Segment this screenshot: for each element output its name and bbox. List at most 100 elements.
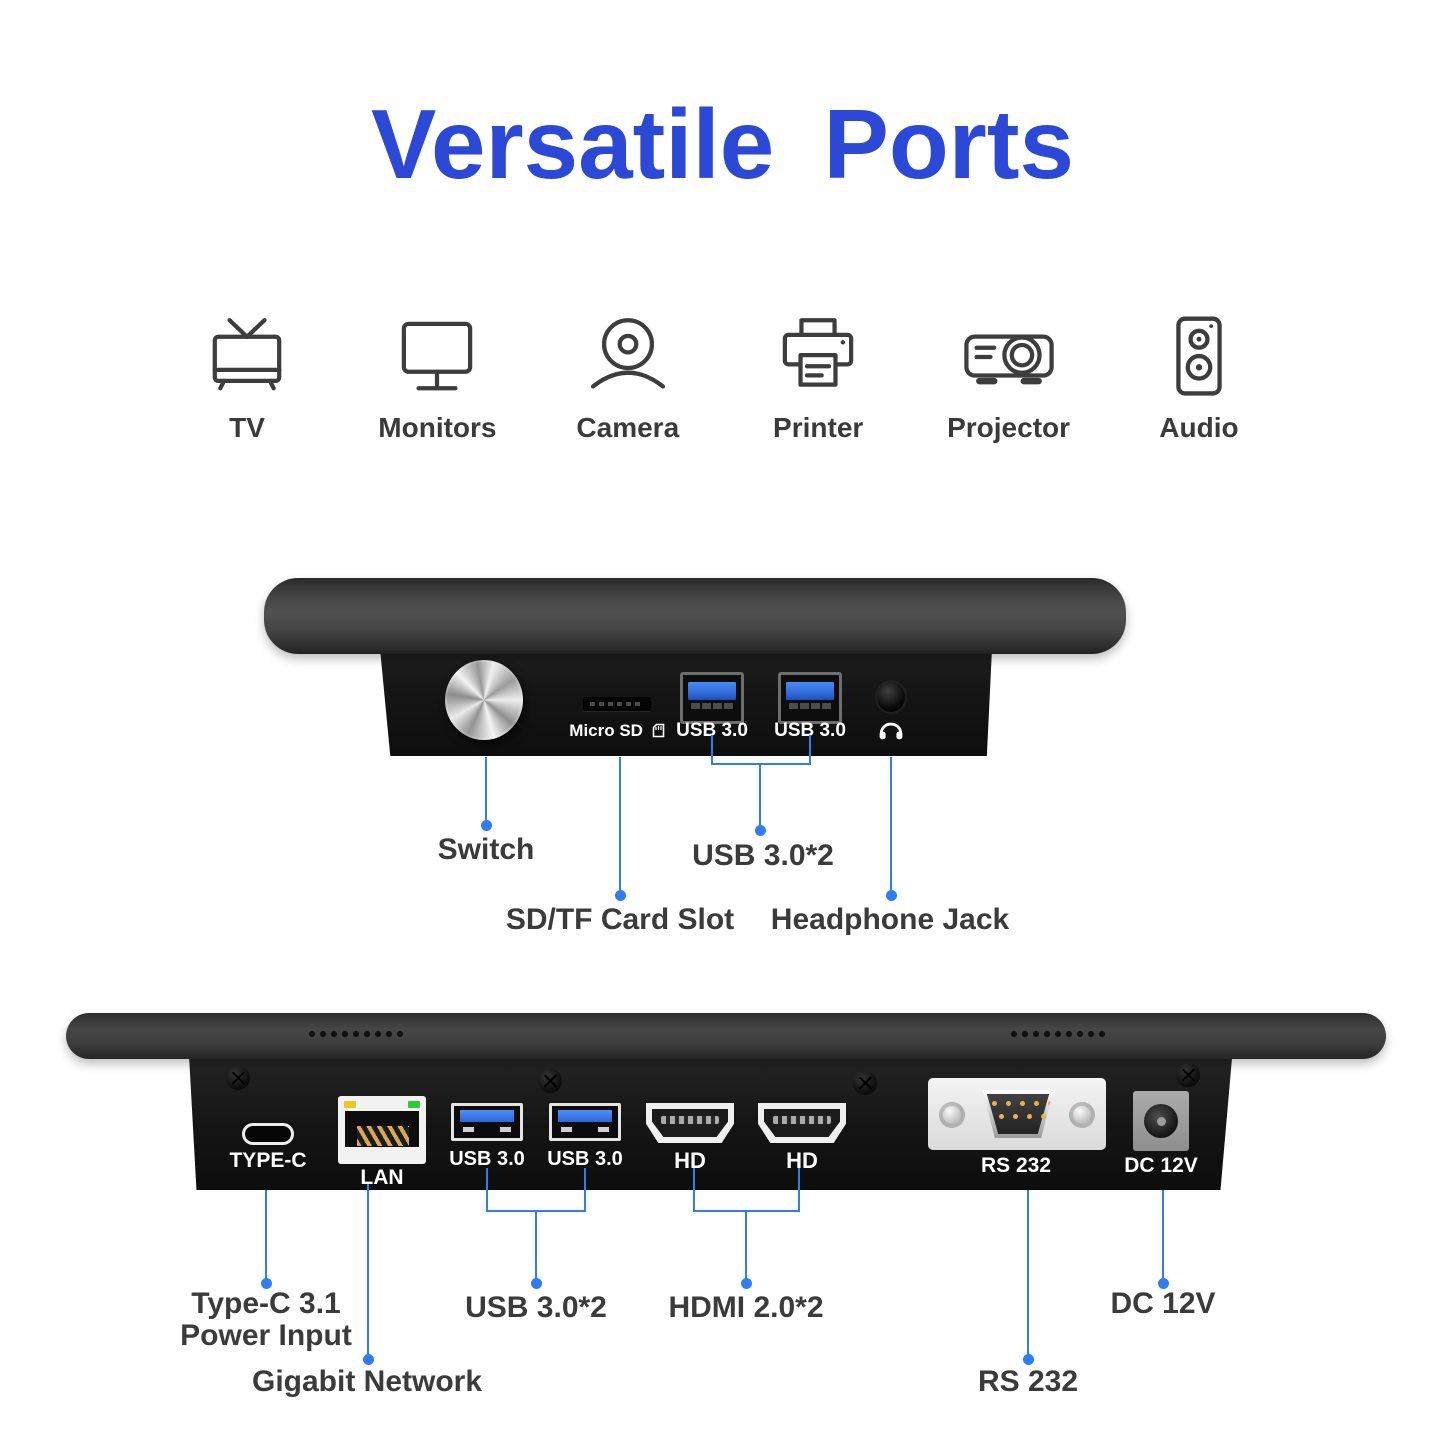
- lan-port: [338, 1096, 426, 1164]
- side-usb-left-label: USB 3.0: [676, 720, 748, 741]
- speaker-grille-left: [308, 1030, 405, 1038]
- callout-bracket-hdmi-left: [693, 1168, 695, 1212]
- sd-card-icon: [652, 723, 665, 738]
- callout-line-dc: [1162, 1190, 1164, 1280]
- rear-usb-left-label: USB 3.0: [449, 1148, 525, 1170]
- screw-icon: [538, 1069, 562, 1093]
- device-item-monitors: Monitors: [358, 310, 516, 444]
- rs232-port: [928, 1078, 1106, 1150]
- callout-dot-rear-usb: [531, 1278, 542, 1289]
- usb-tongue: [688, 682, 736, 700]
- callout-stem-hdmi: [745, 1212, 747, 1280]
- device-item-audio: Audio: [1120, 310, 1278, 444]
- device-label-camera: Camera: [576, 412, 680, 443]
- callout-bracket-rear-usb-left: [486, 1168, 488, 1212]
- callout-label-headphone: Headphone Jack: [770, 903, 1010, 936]
- side-usb-port-left: [680, 672, 744, 724]
- callout-label-hdmi: HDMI 2.0*2: [668, 1291, 824, 1324]
- callout-label-rear-usb: USB 3.0*2: [465, 1291, 607, 1324]
- callout-label-type-c: Type-C 3.1 Power Input: [146, 1287, 386, 1353]
- db9-pin-row: [992, 1101, 1053, 1106]
- callout-dot-gigabit: [363, 1354, 374, 1365]
- callout-dot-usb: [755, 825, 766, 836]
- power-switch-knob: [445, 660, 523, 740]
- micro-sd-port-label: Micro SD: [552, 721, 682, 741]
- usb-tongue: [786, 682, 834, 700]
- dc-port-label: DC 12V: [1124, 1154, 1198, 1177]
- dc-power-port: [1133, 1091, 1189, 1151]
- side-view-screen-edge: [264, 578, 1126, 654]
- callout-line-switch: [485, 757, 487, 821]
- device-item-tv: TV: [168, 310, 326, 444]
- db9-cavity: [986, 1094, 1050, 1134]
- db9-connector: [982, 1090, 1054, 1138]
- hdmi-pins: [661, 1116, 719, 1124]
- lan-cavity: [345, 1111, 419, 1147]
- rs232-screw-left: [939, 1102, 965, 1128]
- device-item-printer: Printer: [739, 310, 897, 444]
- usb-pins: [691, 703, 733, 709]
- hdmi-right-label: HD: [786, 1148, 818, 1173]
- type-c-port: [242, 1123, 294, 1145]
- callout-stem-usb: [759, 765, 761, 827]
- callout-label-switch: Switch: [437, 833, 535, 866]
- tv-icon: [201, 310, 293, 400]
- camera-icon: [582, 310, 674, 400]
- callout-dot-rs232: [1023, 1354, 1034, 1365]
- callout-bracket-rear-usb-right: [584, 1168, 586, 1212]
- usb-pins: [789, 703, 831, 709]
- printer-icon: [772, 310, 864, 400]
- rear-usb-port-right: [549, 1103, 621, 1141]
- callout-line-type-c: [265, 1190, 267, 1280]
- device-label-monitors: Monitors: [378, 412, 497, 443]
- rs232-port-label: RS 232: [980, 1154, 1052, 1177]
- callout-bracket-usb-bottom: [711, 763, 811, 765]
- usb-tongue: [460, 1110, 514, 1122]
- device-item-projector: Projector: [930, 310, 1088, 444]
- callout-dot-dc: [1158, 1278, 1169, 1289]
- callout-bracket-hdmi-bottom: [693, 1210, 800, 1212]
- callout-dot-sd-slot: [615, 890, 626, 901]
- speaker-grille-right: [1010, 1030, 1107, 1038]
- hdmi-port-right: [758, 1103, 846, 1143]
- callout-bracket-usb-left: [711, 735, 713, 765]
- callout-bracket-usb-right: [809, 735, 811, 765]
- headphone-jack-port: [877, 682, 905, 712]
- device-label-printer: Printer: [773, 412, 864, 443]
- device-label-audio: Audio: [1159, 412, 1239, 443]
- callout-label-rs232: RS 232: [977, 1365, 1079, 1398]
- callout-dot-switch: [481, 820, 492, 831]
- callout-dot-headphone: [886, 890, 897, 901]
- device-label-projector: Projector: [947, 412, 1071, 443]
- rear-view-screen-edge: [66, 1013, 1386, 1059]
- headphone-icon: [879, 722, 903, 740]
- device-item-camera: Camera: [549, 310, 707, 444]
- callout-line-rs232: [1027, 1190, 1029, 1356]
- callout-dot-hdmi: [741, 1278, 752, 1289]
- usb-feet: [561, 1127, 609, 1132]
- hdmi-cavity: [652, 1109, 728, 1137]
- micro-sd-slot-pins: [590, 702, 644, 706]
- lan-led-green: [408, 1101, 420, 1108]
- rear-usb-port-left: [451, 1103, 523, 1141]
- screw-icon: [1176, 1063, 1200, 1087]
- hdmi-port-left: [646, 1103, 734, 1143]
- monitor-icon: [391, 310, 483, 400]
- callout-line-sd-slot: [619, 757, 621, 891]
- side-usb-right-label: USB 3.0: [774, 720, 846, 741]
- usb-feet: [463, 1127, 511, 1132]
- callout-line-gigabit: [367, 1184, 369, 1356]
- compatible-devices-row: TV Monitors Camera: [168, 310, 1278, 444]
- callout-dot-type-c: [261, 1278, 272, 1289]
- callout-line-headphone: [890, 757, 892, 891]
- callout-label-gigabit: Gigabit Network: [251, 1365, 483, 1398]
- lan-port-label: LAN: [360, 1166, 404, 1189]
- callout-stem-rear-usb: [535, 1212, 537, 1280]
- projector-icon: [959, 310, 1059, 400]
- lan-pins: [357, 1126, 409, 1146]
- callout-bracket-rear-usb-bottom: [486, 1210, 586, 1212]
- callout-label-type-c-line1: Type-C 3.1: [191, 1287, 341, 1320]
- hdmi-left-label: HD: [674, 1148, 706, 1173]
- micro-sd-port-label-text: Micro SD: [569, 721, 643, 740]
